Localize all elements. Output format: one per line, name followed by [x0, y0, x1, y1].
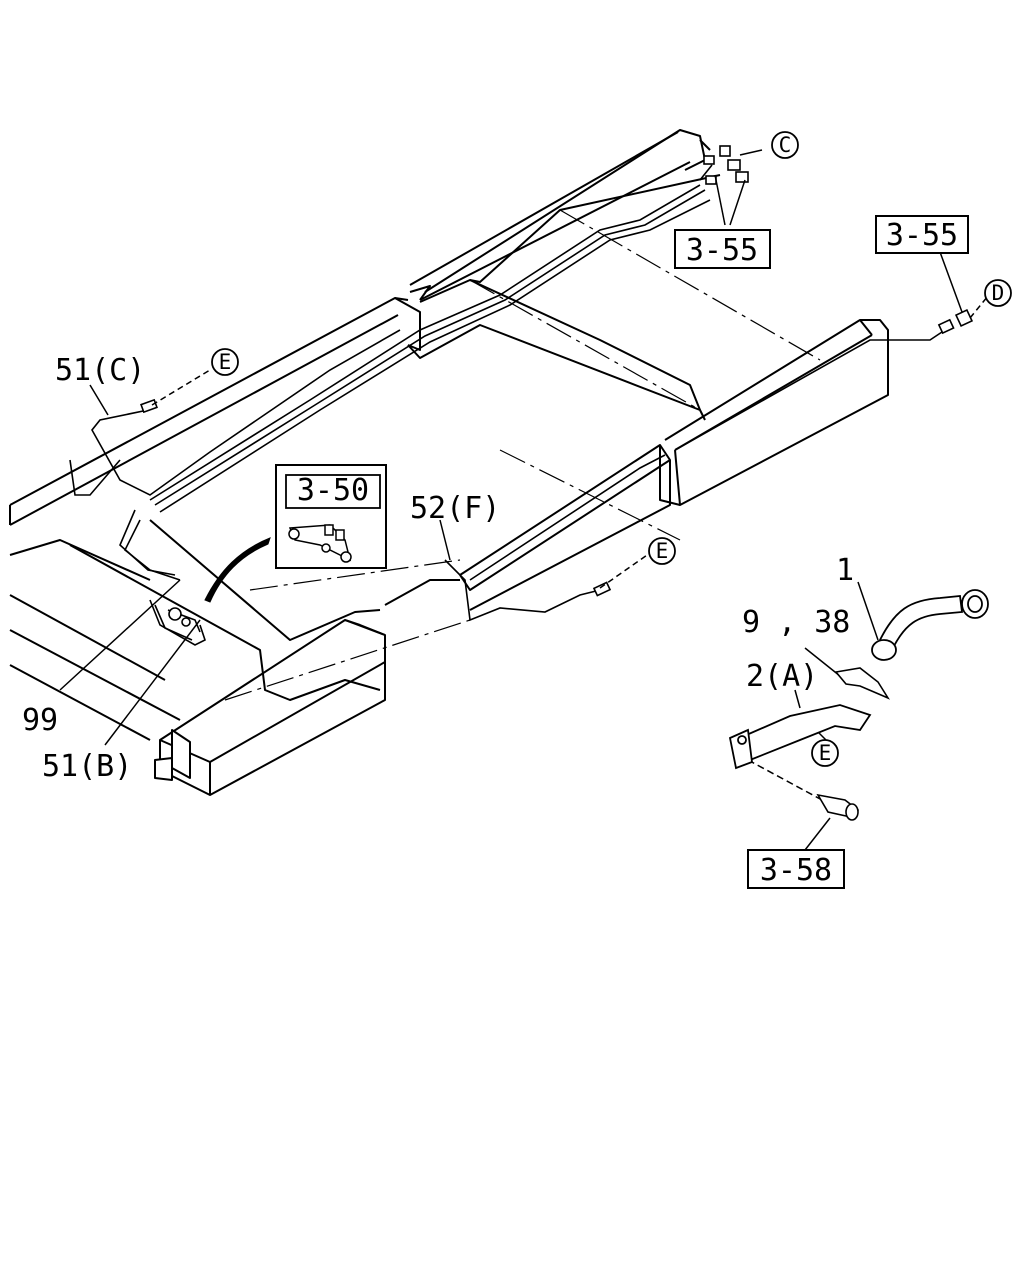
connector-e-bracket-label: E [819, 741, 832, 765]
connector-e-left-label: E [219, 350, 232, 374]
connector-e-mid: E [648, 537, 676, 565]
valve-icon [288, 524, 352, 563]
leader-lines [59, 149, 989, 851]
label-51b: 51(B) [42, 749, 132, 784]
connector-e-left: E [211, 348, 239, 376]
center-lines [224, 209, 821, 701]
connector-d: D [984, 279, 1012, 307]
label-52f: 52(F) [410, 491, 500, 526]
part-labels: 51(C) 52(F) 99 51(B) 1 9 , 38 2(A) [22, 353, 854, 784]
ref-3-58: 3-58 [747, 849, 845, 889]
ref-3-55-top-label: 3-55 [686, 233, 758, 268]
bolt-part [816, 793, 859, 821]
inset-arrow [204, 537, 271, 603]
inset-3-50: 3-50 [275, 464, 387, 569]
ref-3-50-label: 3-50 [297, 473, 369, 508]
connector-d-label: D [992, 281, 1005, 305]
label-9-38: 9 , 38 [742, 605, 850, 640]
label-51c: 51(C) [55, 353, 145, 388]
frame-drawing [9, 129, 889, 796]
bracket-part-2a [728, 704, 872, 770]
connector-c: C [771, 131, 799, 159]
connector-c-label: C [779, 133, 792, 157]
connector-e-mid-label: E [656, 539, 669, 563]
fittings [140, 145, 974, 627]
ref-3-55-right: 3-55 [875, 215, 969, 254]
ref-3-55-top: 3-55 [674, 229, 771, 269]
connector-e-bracket: E [811, 739, 839, 767]
label-99: 99 [22, 703, 58, 738]
ref-3-55-right-label: 3-55 [886, 218, 958, 253]
ref-3-58-label: 3-58 [760, 853, 832, 888]
label-1: 1 [836, 553, 854, 588]
brake-pipes [69, 164, 946, 646]
label-2a: 2(A) [746, 659, 818, 694]
clip-part-9-38 [834, 667, 891, 700]
hose-part-1 [871, 589, 989, 661]
